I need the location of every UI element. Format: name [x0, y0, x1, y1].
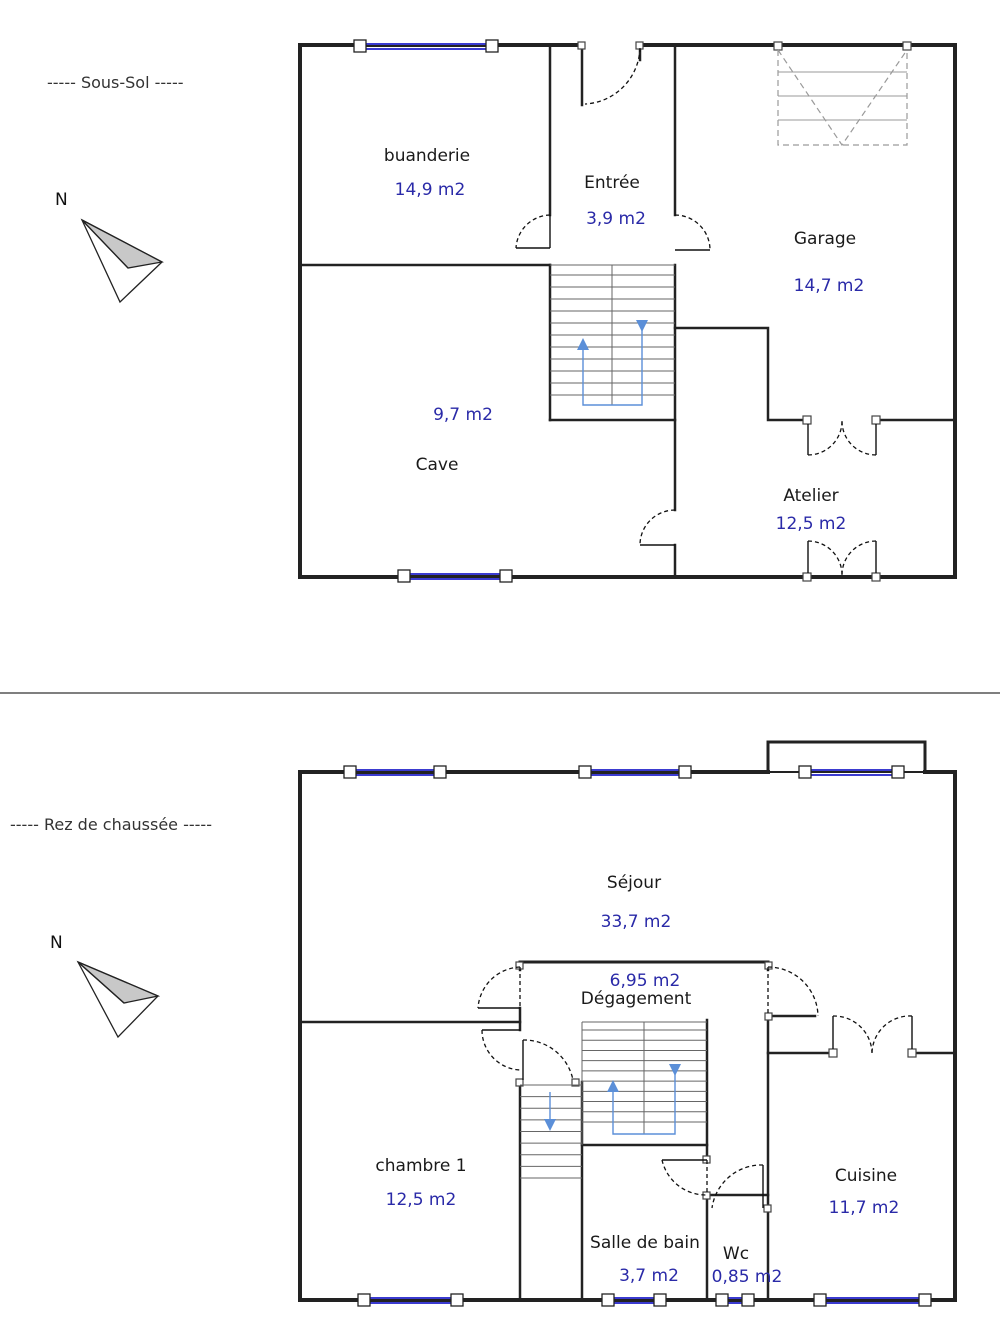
- room-name-cave: Cave: [416, 455, 459, 475]
- north-arrow-icon: N: [50, 933, 161, 1039]
- room-name-salle-de-bain: Salle de bain: [590, 1233, 700, 1253]
- rez-walls: [298, 740, 957, 1302]
- window-chambre: [357, 1293, 464, 1307]
- rez-level: ----- Rez de chaussée ----- N: [10, 740, 957, 1307]
- door-sejour-degagement-right: [764, 961, 819, 1021]
- garage-door-icon: [773, 41, 912, 147]
- room-area-sejour: 33,7 m2: [601, 912, 672, 932]
- window-sejour-2: [578, 765, 692, 779]
- door-sejour-degagement-left: [477, 961, 524, 1009]
- door-garage: [674, 214, 711, 251]
- room-name-sejour: Séjour: [607, 873, 661, 893]
- room-name-atelier: Atelier: [783, 486, 838, 506]
- stair-rez-secondary: [520, 1084, 582, 1179]
- room-area-chambre1: 12,5 m2: [386, 1190, 457, 1210]
- door-entree-exterior: [577, 41, 644, 105]
- door-buanderie: [515, 214, 551, 249]
- room-area-buanderie: 14,9 m2: [395, 180, 466, 200]
- room-area-atelier: 12,5 m2: [776, 514, 847, 534]
- window-salle-de-bain: [601, 1293, 667, 1307]
- room-area-wc: 0,85 m2: [712, 1267, 783, 1287]
- sous-sol-level: ----- Sous-Sol ----- N: [47, 39, 957, 583]
- stair-sous-sol: [550, 264, 675, 406]
- sous-sol-title: ----- Sous-Sol -----: [47, 73, 184, 92]
- double-door-atelier-exterior: [802, 540, 881, 582]
- stair-rez-main: [581, 1021, 707, 1145]
- double-door-cuisine: [828, 1015, 917, 1058]
- room-name-chambre1: chambre 1: [375, 1156, 466, 1176]
- door-stair-closet: [515, 1039, 580, 1087]
- room-name-garage: Garage: [794, 229, 856, 249]
- rez-title: ----- Rez de chaussée -----: [10, 815, 212, 834]
- north-label: N: [55, 190, 68, 210]
- window-cuisine: [813, 1293, 932, 1307]
- double-door-garage-atelier: [802, 415, 881, 456]
- room-area-garage: 14,7 m2: [794, 276, 865, 296]
- room-area-degagement: 6,95 m2: [610, 971, 681, 991]
- north-label: N: [50, 933, 63, 953]
- door-salle-de-bain: [661, 1155, 711, 1200]
- window-wc: [715, 1293, 755, 1307]
- room-name-buanderie: buanderie: [384, 146, 470, 166]
- room-name-wc: Wc: [723, 1244, 749, 1264]
- door-atelier-cave: [639, 509, 676, 546]
- window-sejour-3: [798, 765, 905, 779]
- room-name-degagement: Dégagement: [581, 989, 692, 1009]
- door-chambre: [481, 1029, 521, 1071]
- room-area-cave: 9,7 m2: [433, 405, 493, 425]
- room-area-entree: 3,9 m2: [586, 209, 646, 229]
- room-name-cuisine: Cuisine: [835, 1166, 897, 1186]
- window-sejour-1: [343, 765, 447, 779]
- room-name-entree: Entrée: [584, 173, 640, 193]
- door-wc: [711, 1164, 772, 1213]
- room-area-salle-de-bain: 3,7 m2: [619, 1266, 679, 1286]
- window-buanderie: [353, 39, 499, 53]
- room-area-cuisine: 11,7 m2: [829, 1198, 900, 1218]
- window-cave: [397, 569, 513, 583]
- north-arrow-icon: N: [55, 190, 164, 304]
